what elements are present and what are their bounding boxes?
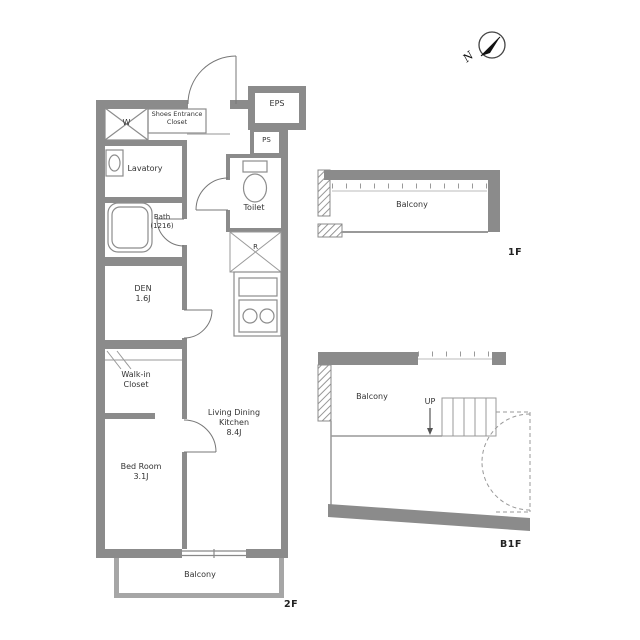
up-arrow bbox=[427, 408, 433, 435]
dashed-double-doors bbox=[481, 411, 531, 513]
plan-b1f bbox=[317, 351, 531, 531]
bedroom-label-line2: 3.1J bbox=[133, 472, 149, 481]
lavatory-sink bbox=[105, 149, 124, 177]
bedroom-label-line1: Bed Room bbox=[120, 462, 162, 471]
bedroom-label: Bed Room 3.1J bbox=[102, 462, 180, 482]
ldk-label-line2: Kitchen bbox=[218, 418, 250, 427]
kitchen-counter bbox=[233, 271, 282, 337]
door-arcs bbox=[156, 55, 237, 453]
den-label: DEN 1.6J bbox=[106, 284, 180, 304]
stove-burners bbox=[238, 299, 278, 333]
ps-label: PS bbox=[262, 136, 271, 144]
den-label-line2: 1.6J bbox=[135, 294, 151, 303]
balcony-2f-label: Balcony bbox=[184, 570, 216, 579]
den-label-line1: DEN bbox=[134, 284, 152, 293]
entrance-door-arc bbox=[187, 55, 237, 105]
bath-label-line2: (1216) bbox=[150, 221, 174, 230]
balcony-sliding-door bbox=[182, 549, 246, 558]
wic-hanger-pipe bbox=[105, 350, 182, 370]
floor-1f-label: 1F bbox=[508, 247, 523, 258]
floor-b1f-label: B1F bbox=[500, 539, 522, 550]
shoes-closet-label: Shoes Entrance Closet bbox=[146, 110, 208, 126]
shoes-closet-box bbox=[147, 108, 207, 134]
floor-2f-label: 2F bbox=[284, 599, 299, 610]
bedroom-door-arc bbox=[183, 419, 217, 453]
toilet-door-arc bbox=[195, 177, 229, 211]
walk-in-closet-label-line2: Closet bbox=[123, 380, 149, 389]
balcony-2f-walls bbox=[114, 558, 284, 598]
toilet-fixture bbox=[242, 160, 268, 203]
toilet-label: Toilet bbox=[243, 203, 265, 212]
ldk-label-line3: 8.4J bbox=[226, 428, 242, 437]
stairs bbox=[441, 397, 497, 437]
bath-door-arc bbox=[156, 218, 185, 247]
lavatory-label: Lavatory bbox=[127, 164, 163, 173]
walk-in-closet-label-line1: Walk-in bbox=[121, 370, 151, 379]
shoes-closet-label-line1: Shoes Entrance bbox=[151, 110, 203, 118]
fridge-space bbox=[229, 231, 282, 273]
unit-2f-walls bbox=[96, 86, 306, 558]
walk-in-closet-label: Walk-in Closet bbox=[104, 370, 168, 390]
eps-label: EPS bbox=[269, 99, 285, 108]
washer-label: W bbox=[122, 118, 131, 127]
b1f-slanted-wall bbox=[328, 504, 530, 531]
balcony-1f-label: Balcony bbox=[396, 200, 428, 209]
up-label: UP bbox=[424, 397, 436, 406]
ldk-label-line1: Living Dining bbox=[207, 408, 261, 417]
ldk-label: Living Dining Kitchen 8.4J bbox=[188, 408, 280, 438]
balcony-b1f-label: Balcony bbox=[356, 392, 388, 401]
bath-label: Bath (1216) bbox=[142, 213, 182, 231]
ps-box bbox=[251, 130, 281, 155]
fridge-label: R bbox=[253, 243, 258, 251]
north-arrow bbox=[478, 31, 506, 59]
bath-label-line1: Bath bbox=[153, 213, 171, 221]
bathtub bbox=[107, 202, 153, 253]
den-door-arc bbox=[183, 309, 213, 339]
shoes-closet-label-line2: Closet bbox=[166, 118, 188, 127]
plan-1f bbox=[317, 169, 500, 238]
fixtures bbox=[104, 107, 282, 558]
